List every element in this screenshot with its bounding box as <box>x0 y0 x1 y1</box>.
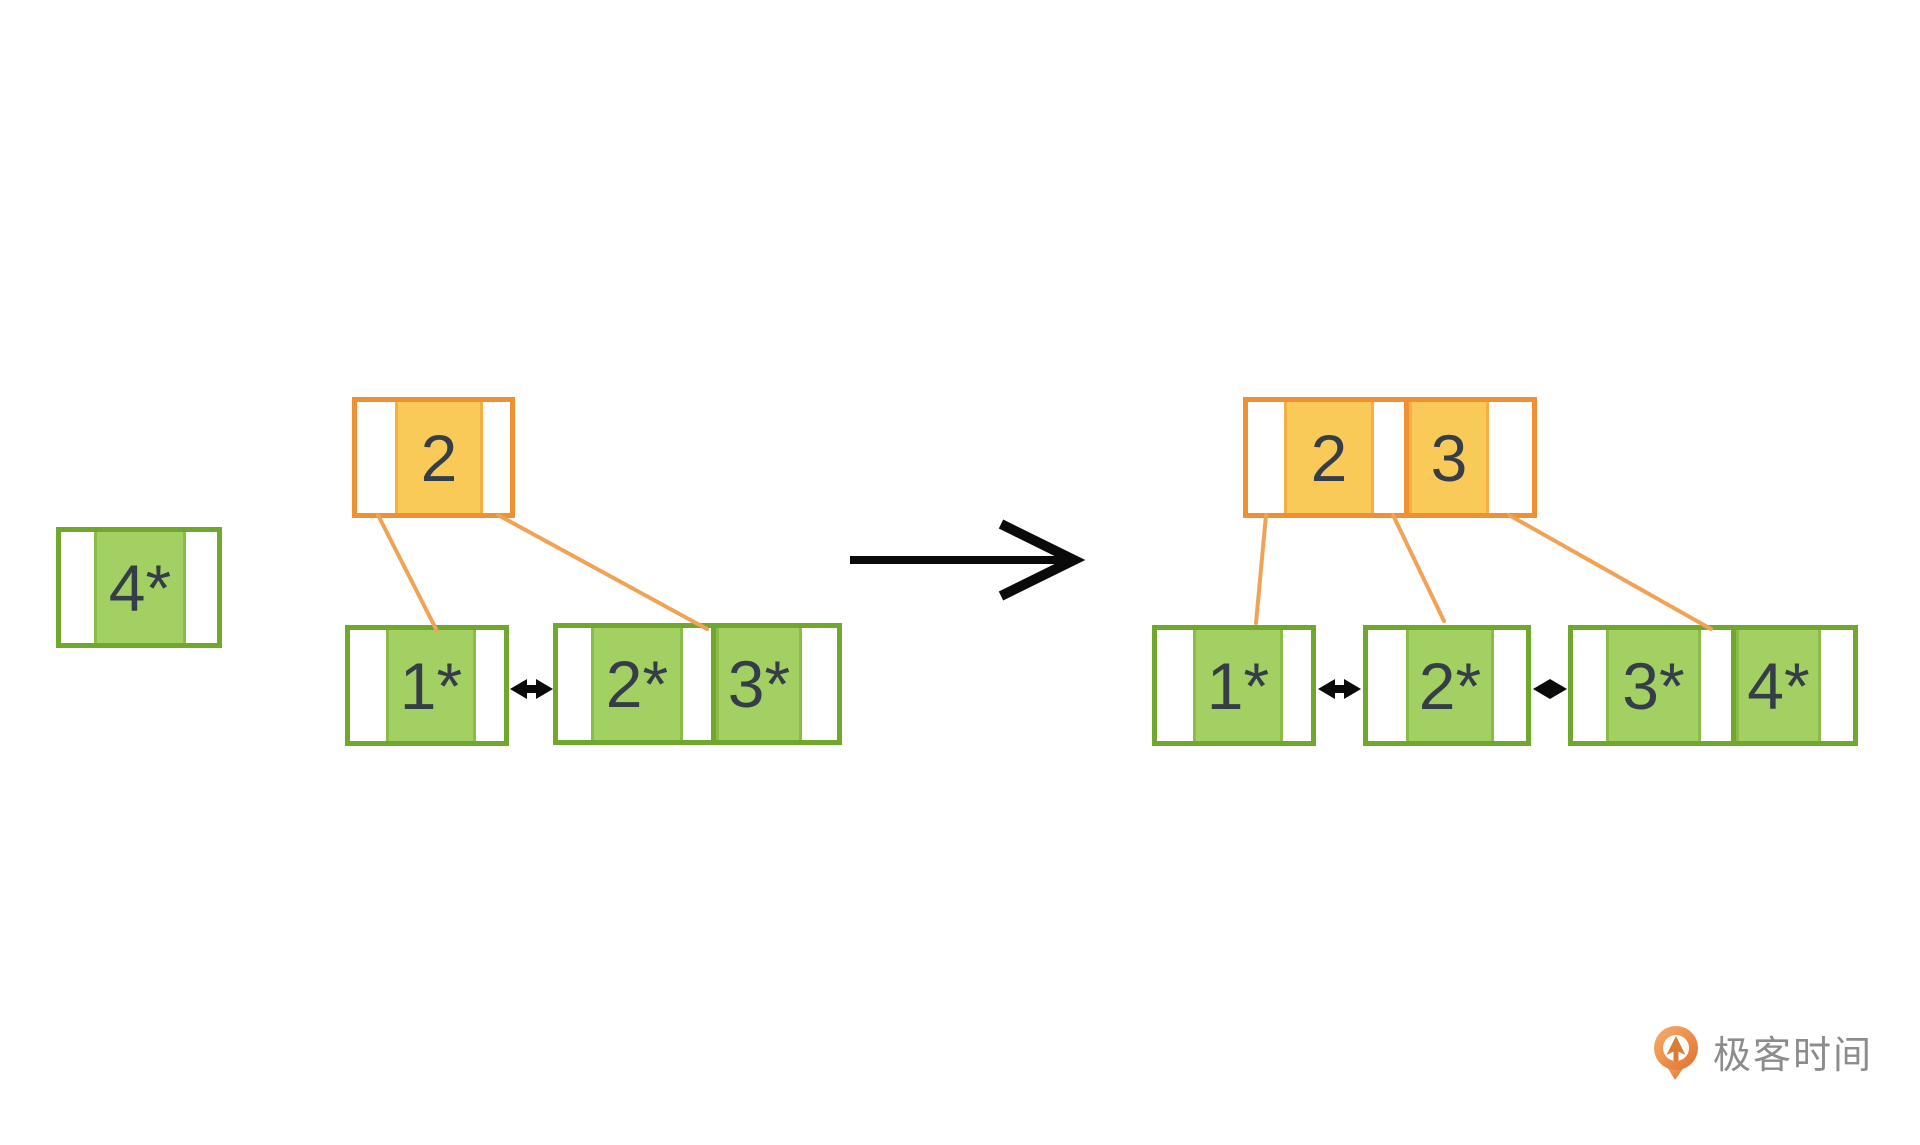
record-value: 3* <box>727 647 791 721</box>
pointer-slot <box>350 630 386 741</box>
cell-divider <box>1731 630 1736 741</box>
pointer-slot <box>1157 630 1193 741</box>
pointer-slot <box>1573 630 1606 741</box>
key-cell: 3 <box>1409 402 1489 513</box>
before-root-node: 2 <box>352 397 515 518</box>
geektime-logo-icon <box>1654 1026 1698 1080</box>
record-cell: 4* <box>1736 630 1821 741</box>
after-leaf-node-34: 3* 4* <box>1568 625 1858 746</box>
cell-divider <box>1404 402 1409 513</box>
pointer-lines <box>376 513 1713 633</box>
inserted-record-node: 4* <box>56 527 222 648</box>
key-value: 2 <box>420 420 458 495</box>
pointer-slot <box>1283 630 1311 741</box>
record-value: 1* <box>399 648 463 723</box>
pointer-slot <box>1248 402 1284 513</box>
record-cell: 2* <box>1406 630 1494 741</box>
pointer-slot <box>61 532 94 643</box>
pointer-slot <box>357 402 395 513</box>
record-cell: 1* <box>1193 630 1283 741</box>
record-cell: 3* <box>716 628 802 740</box>
record-cell: 2* <box>591 628 683 740</box>
key-cell: 2 <box>1284 402 1374 513</box>
key-value: 2 <box>1310 420 1348 495</box>
transform-arrow-icon <box>850 519 1086 601</box>
pointer-slot <box>1701 630 1731 741</box>
before-leaf-node-23: 2* 3* <box>553 623 842 745</box>
pointer-line <box>1507 513 1713 631</box>
after-root-node: 2 3 <box>1243 397 1537 518</box>
record-cell: 1* <box>386 630 476 741</box>
record-value: 2* <box>605 647 669 721</box>
pointer-slot <box>476 630 504 741</box>
record-value: 4* <box>108 550 172 625</box>
pointer-slot <box>558 628 591 740</box>
pointer-line <box>376 513 439 633</box>
record-cell: 4* <box>94 532 186 643</box>
pointer-slot <box>1368 630 1406 741</box>
double-arrow-icon <box>1533 679 1567 699</box>
key-value: 3 <box>1430 420 1468 495</box>
pointer-line <box>1254 513 1268 625</box>
pointer-slot <box>1821 630 1853 741</box>
pointer-line <box>1391 513 1446 623</box>
record-value: 2* <box>1418 648 1482 723</box>
pointer-slot <box>1494 630 1526 741</box>
pointer-slot <box>802 628 837 740</box>
record-cell: 3* <box>1606 630 1701 741</box>
after-leaf-node-1: 1* <box>1152 625 1316 746</box>
geektime-logo: 极客时间 <box>1650 1022 1873 1080</box>
pointer-slot <box>683 628 711 740</box>
key-cell: 2 <box>395 402 483 513</box>
pointer-slot <box>1489 402 1532 513</box>
pointer-slot <box>186 532 217 643</box>
double-arrow-icon <box>510 679 553 699</box>
record-value: 4* <box>1747 648 1810 723</box>
pointer-line <box>496 513 709 631</box>
double-arrow-icon <box>1318 679 1361 699</box>
logo-text: 极客时间 <box>1713 1034 1874 1077</box>
pointer-slot <box>1374 402 1404 513</box>
after-leaf-node-2: 2* <box>1363 625 1531 746</box>
record-value: 3* <box>1622 648 1685 723</box>
pointer-slot <box>483 402 510 513</box>
cell-divider <box>711 628 716 740</box>
before-leaf-node-1: 1* <box>345 625 509 746</box>
record-value: 1* <box>1206 648 1270 723</box>
